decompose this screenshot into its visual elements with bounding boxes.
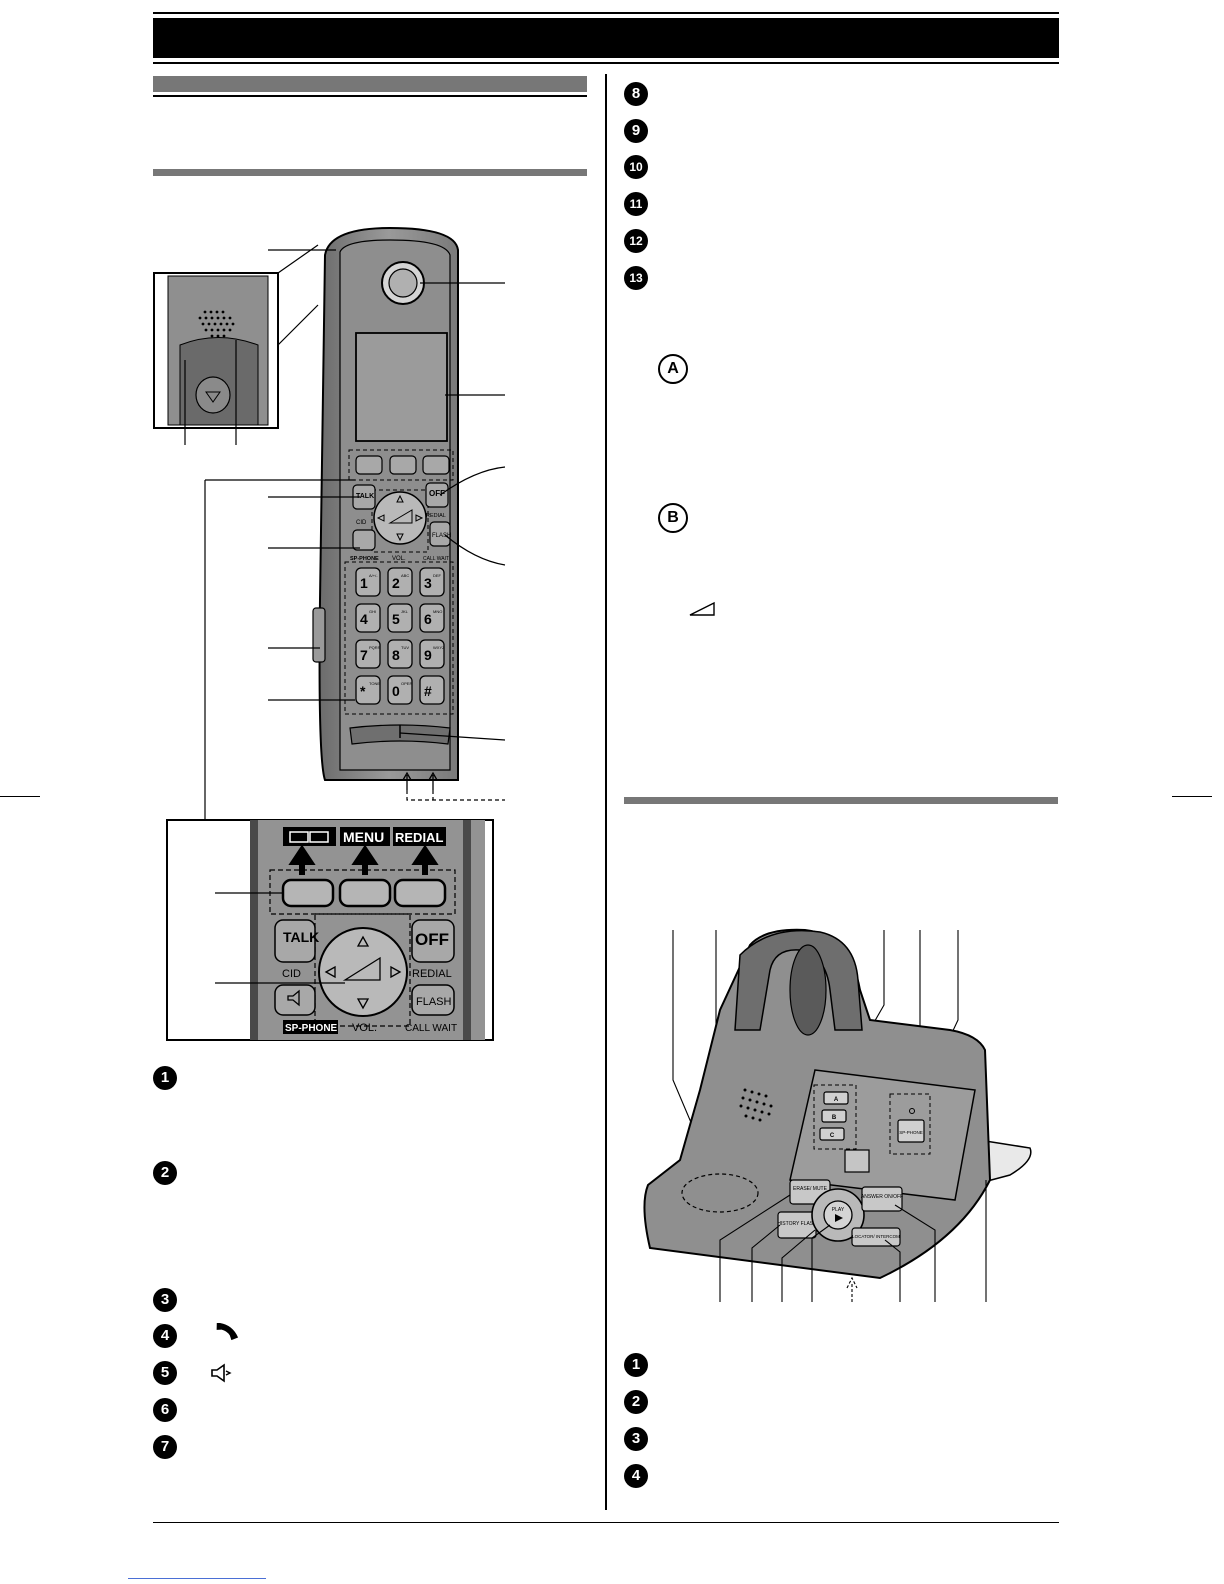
callout-13: 13: [624, 266, 648, 290]
callout-2: 2: [153, 1161, 177, 1185]
base-button-b: B: [832, 1115, 837, 1121]
callout-5: 5: [153, 1361, 177, 1385]
callout-1: 1: [153, 1066, 177, 1090]
handset-body: TALK CID SP-PHONE VOL. OFF REDIAL FLASH …: [313, 228, 505, 800]
base-unit-figure: A B C SP-PHONE ERASE/ MUTE HISTORY FLASH…: [630, 925, 1040, 1305]
dial-key-digit: 8: [392, 647, 400, 663]
dial-key-digit: #: [424, 683, 432, 699]
volume-wedge-icon: [688, 600, 718, 618]
base-callout-1: 1: [624, 1353, 648, 1377]
base-spphone-label: SP-PHONE: [899, 1130, 923, 1135]
dial-key-letters: PQRS: [369, 645, 381, 650]
section-rule-left-1: [153, 95, 587, 97]
handset-spphone-label: SP-PHONE: [350, 556, 379, 562]
zoom-callwait-label: CALL WAIT: [405, 1023, 457, 1034]
callout-9: 9: [624, 119, 648, 143]
zoom-cid-label: CID: [282, 968, 301, 980]
callout-12: 12: [624, 229, 648, 253]
section-bar-left-1: [153, 76, 587, 92]
speakerphone-icon: [209, 1363, 233, 1383]
crop-mark-left: [0, 796, 40, 797]
zoom-menu-label: MENU: [343, 829, 384, 845]
base-button-c: C: [830, 1133, 835, 1139]
dial-key-digit: 2: [392, 575, 400, 591]
dial-key-digit: 1: [360, 575, 368, 591]
header-underline: [153, 62, 1059, 64]
bottom-link-underline[interactable]: [128, 1578, 266, 1579]
base-erase-label: ERASE/ MUTE: [793, 1186, 828, 1192]
dial-key-letters: JKL: [401, 609, 409, 614]
base-callout-4: 4: [624, 1464, 648, 1488]
zoom-redial-side-label: REDIAL: [412, 968, 452, 980]
base-answer-label: ANSWER ON/OFF: [861, 1194, 903, 1200]
handset-talk-icon: [207, 1323, 241, 1349]
dial-key-letters: DEF: [433, 573, 442, 578]
handset-redial-label: REDIAL: [426, 513, 446, 519]
dial-key-digit: 3: [424, 575, 432, 591]
crop-mark-right: [1172, 796, 1212, 797]
dial-key-digit: 9: [424, 647, 432, 663]
dial-key-letters: OPER: [401, 681, 412, 686]
base-callout-2: 2: [624, 1390, 648, 1414]
callout-7: 7: [153, 1435, 177, 1459]
handset-cid-label: CID: [356, 520, 367, 526]
header-bar: [153, 18, 1059, 58]
callout-10: 10: [624, 155, 648, 179]
zoom-off-label: OFF: [415, 930, 449, 949]
dial-key-digit: 7: [360, 647, 368, 663]
section-bar-left-2: [153, 169, 587, 176]
column-divider: [605, 74, 607, 1510]
base-play-label: PLAY: [832, 1207, 845, 1213]
bottom-rule: [153, 1522, 1059, 1523]
callout-6: 6: [153, 1398, 177, 1422]
zoom-spphone-label: SP-PHONE: [285, 1023, 338, 1034]
dial-key-letters: MNO: [433, 609, 442, 614]
dial-key-letters: ABC: [401, 573, 409, 578]
dial-key-digit: 0: [392, 683, 400, 699]
dial-key-letters: WXYZ: [433, 645, 445, 650]
handset-figure: TALK CID SP-PHONE VOL. OFF REDIAL FLASH …: [150, 225, 510, 1045]
top-rule: [153, 12, 1059, 14]
zoom-talk-label: TALK: [283, 929, 319, 945]
keypad-zoom-inset: MENU REDIAL TALK CID SP-PHONE VOL. OFF R…: [167, 820, 493, 1040]
dial-key-digit: 5: [392, 611, 400, 627]
callout-11: 11: [624, 192, 648, 216]
dial-key-digit: 6: [424, 611, 432, 627]
base-callout-3: 3: [624, 1427, 648, 1451]
handset-callwait-label: CALL WAIT: [423, 556, 449, 562]
letter-b-badge: B: [658, 503, 688, 533]
base-locator-label: LOCATOR/ INTERCOM: [852, 1234, 900, 1239]
section-bar-right: [624, 797, 1058, 804]
earpiece-inset: [154, 245, 318, 445]
handset-vol-label: VOL.: [392, 556, 406, 562]
letter-a-badge: A: [658, 354, 688, 384]
dial-key-letters: A/+/-: [369, 573, 378, 578]
base-history-label: HISTORY FLASH: [777, 1221, 817, 1227]
dial-key-letters: GHI: [369, 609, 376, 614]
zoom-redial-label: REDIAL: [395, 830, 443, 845]
zoom-vol-label: VOL.: [352, 1022, 377, 1034]
dial-key-letters: TUV: [401, 645, 409, 650]
dial-key-digit: 4: [360, 611, 368, 627]
callout-8: 8: [624, 82, 648, 106]
callout-4: 4: [153, 1324, 177, 1348]
callout-3: 3: [153, 1288, 177, 1312]
dial-key-digit: *: [360, 683, 366, 699]
dial-key-letters: TONE: [369, 681, 380, 686]
zoom-flash-label: FLASH: [416, 996, 452, 1008]
base-button-a: A: [834, 1097, 839, 1103]
